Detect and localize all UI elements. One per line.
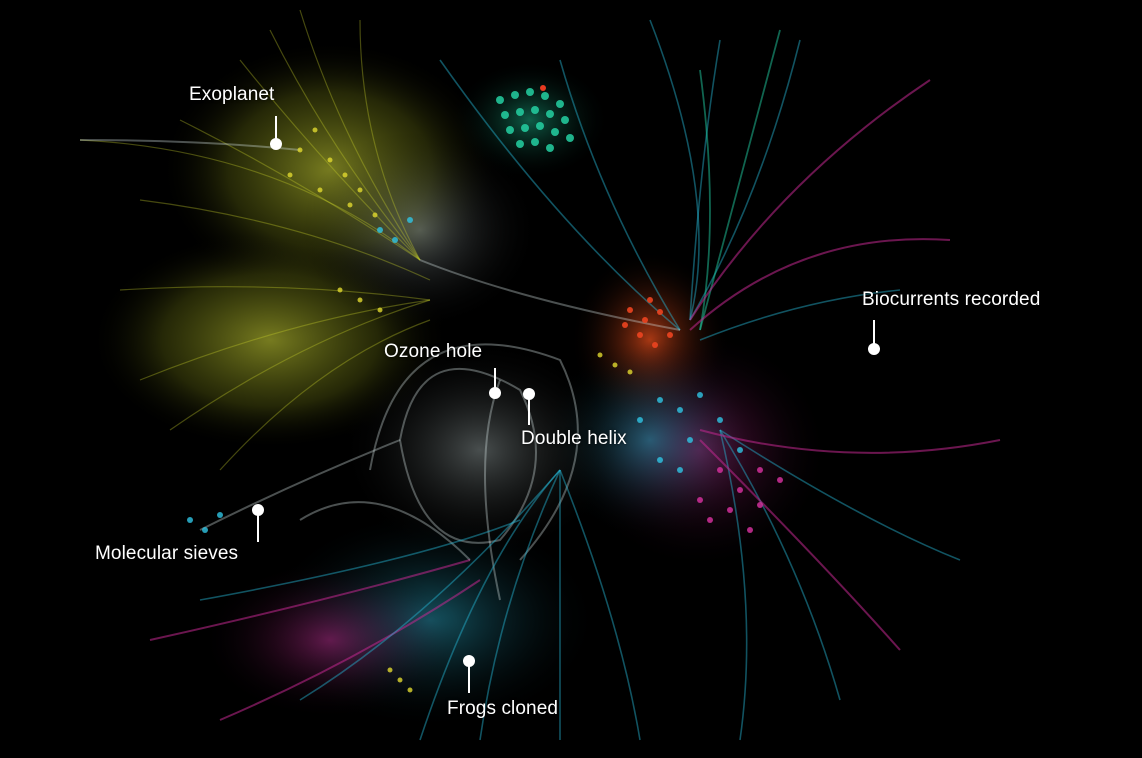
- callout-dot-marker[interactable]: [489, 387, 501, 399]
- callout-stem: [468, 661, 470, 693]
- strands-green: [699, 29, 781, 331]
- strands-teal: [439, 19, 961, 741]
- callout-stem: [257, 510, 259, 542]
- callout-label: Ozone hole: [384, 341, 483, 362]
- callout-label: Double helix: [521, 428, 627, 449]
- callout-stem: [873, 320, 875, 349]
- strands-magenta: [149, 79, 1001, 721]
- strands-cyan-lower: [199, 469, 641, 741]
- callout-dot-marker[interactable]: [868, 343, 880, 355]
- callout-label: Exoplanet: [189, 84, 275, 105]
- callout-label: Molecular sieves: [95, 543, 239, 564]
- callout-label: Biocurrents recorded: [862, 289, 1041, 310]
- node-dots: [187, 85, 783, 693]
- callout-dot-marker[interactable]: [270, 138, 282, 150]
- callout-stem: [528, 394, 530, 425]
- strands-yellow: [79, 9, 431, 471]
- callout-label: Frogs cloned: [447, 698, 559, 719]
- cluster-glows: [90, 40, 830, 730]
- callout-stem: [275, 116, 277, 144]
- callout-stem: [494, 368, 496, 393]
